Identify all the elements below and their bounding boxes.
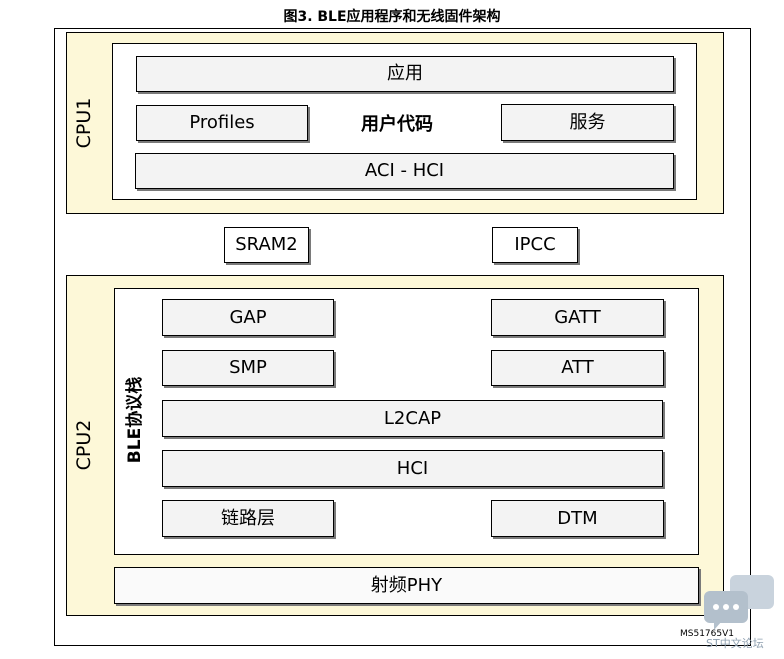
cpu1-label: CPU1 [73, 97, 95, 149]
hci-box: HCI [162, 450, 663, 487]
ipcc-box: IPCC [492, 227, 578, 263]
figure-title: 图3. BLE应用程序和无线固件架构 [283, 9, 501, 25]
services-box: 服务 [501, 104, 674, 141]
link-layer-box: 链路层 [162, 500, 334, 537]
sram2-box: SRAM2 [224, 227, 309, 263]
watermark-text: ST中文论坛 [706, 637, 764, 650]
ble-stack-label: BLE协议栈 [124, 376, 145, 464]
smp-box: SMP [162, 350, 334, 386]
user-code-label: 用户代码 [361, 114, 433, 135]
figure-reference: MS51765V1 [680, 629, 734, 639]
gatt-box: GATT [491, 299, 664, 336]
att-box: ATT [491, 350, 664, 386]
aci-hci-box: ACI - HCI [135, 153, 674, 189]
profiles-box: Profiles [136, 105, 308, 141]
dtm-box: DTM [491, 500, 664, 537]
gap-box: GAP [162, 299, 334, 336]
phy-box: 射频PHY [114, 567, 699, 604]
chat-bubble-icon [704, 575, 776, 631]
cpu2-label: CPU2 [73, 419, 95, 471]
l2cap-box: L2CAP [162, 400, 663, 437]
app-box: 应用 [136, 56, 674, 92]
